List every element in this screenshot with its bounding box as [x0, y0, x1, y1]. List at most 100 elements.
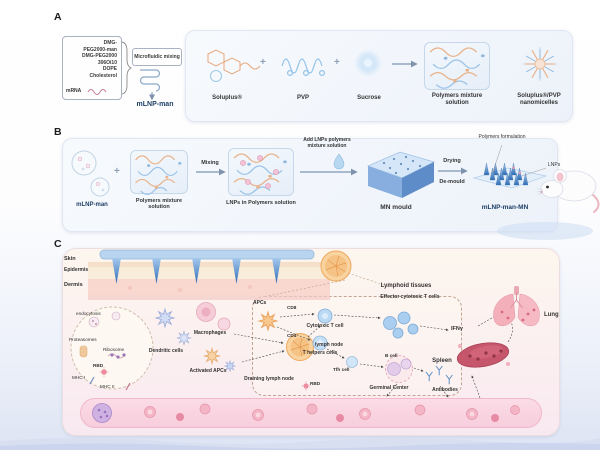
cd4-label: CD4 [287, 333, 297, 338]
cytotoxic-t-cell-icon [317, 308, 333, 324]
ribbon-decoration [497, 222, 593, 240]
b-cell-label: B cell [385, 353, 398, 358]
t-helpers-label: T helpers cells [302, 350, 338, 356]
component-line: Cholesterol [89, 72, 117, 79]
t-helper-cell-icon [312, 335, 328, 351]
cd8-label: CD8 [287, 305, 297, 310]
component-line: DOPE [102, 66, 117, 73]
antibodies-label: Antibodies [432, 387, 458, 393]
soluplus-label: Soluplus® [212, 95, 242, 101]
mlnp-man-label: mLNP-man [136, 101, 174, 108]
blood-vessel [80, 398, 542, 428]
mhc2-icon [125, 382, 131, 391]
soluplus-structure-icon [207, 49, 261, 82]
epidermis-label: Epidermis [64, 267, 89, 273]
zoom-line [267, 279, 346, 297]
germinal-center-icon [385, 355, 413, 383]
panel-b-label: B [54, 126, 62, 138]
drying-label: Drying [443, 158, 461, 164]
microfluidic-coil-icon [139, 69, 161, 92]
component-line: 306Oi10 [97, 59, 117, 66]
effector-label: Effector cytotoxic T cells [380, 294, 440, 300]
panel-a-polymers-box [185, 30, 573, 122]
antibodies-icon [425, 365, 453, 385]
microfluidic-label: Microfluidic mixing [134, 54, 180, 60]
endocytosis-label: endocytosis [76, 311, 101, 316]
lymph-node-label: lymph node [315, 342, 344, 348]
plus-sign: + [334, 57, 340, 68]
mouse-icon [536, 169, 600, 213]
leader-polymers-formulation [491, 144, 503, 175]
microneedle-array-icon [472, 162, 548, 189]
germinal-center-label: Germinal Center [369, 385, 409, 391]
dendritic-cells-label: Dendritic cells [148, 348, 184, 354]
background-waves [0, 222, 600, 450]
draining-lymph-node-icon [286, 333, 314, 361]
rbd-antigen-icon [301, 381, 311, 391]
cytotoxic-t-cell-label: Cytotoxic T cell [306, 323, 344, 329]
dendritic-cell-icon [155, 308, 175, 328]
mixing-label: Mixing [201, 160, 219, 166]
polymers-mixture-label-b: Polymers mixture solution [135, 198, 183, 211]
droplet-icon [333, 153, 345, 170]
draining-lymph-node-label: Draining lymph node [244, 376, 294, 382]
blood-cells-icon [92, 403, 520, 423]
component-line: DMG-PEG2000 [81, 53, 117, 60]
effector-cells-icon [383, 311, 419, 339]
tfh-cell-label: Tfh cell [333, 367, 350, 372]
nanomicelle-icon [522, 46, 558, 82]
spleen-label: Spleen [432, 358, 452, 364]
microneedle-patch-icon [99, 249, 315, 284]
lung-icon [493, 286, 540, 327]
lnps-in-polymers-label: LNPs in Polymers solution [226, 200, 296, 206]
panel-c-label: C [54, 238, 62, 250]
panel-b-art [71, 144, 600, 213]
lymphoid-tissues-title: Lymphoid tissues [380, 283, 432, 289]
mhc2-label: MHC II [100, 384, 115, 389]
endocytosis-cell-icon [70, 306, 154, 391]
leader-lnps [521, 167, 547, 177]
polymer-network-icon [134, 155, 183, 196]
ribosome-label: Ribosome [103, 347, 125, 352]
rbd-icon [99, 367, 109, 377]
demould-label: De-mould [439, 179, 465, 185]
proteasomes-label: Proteasomes [69, 337, 97, 342]
lung-label: Lung [544, 312, 559, 318]
zoom-line [347, 272, 391, 288]
mouse-tail [591, 193, 600, 213]
rbd-cell-label: RBD [93, 363, 104, 368]
skin-layers-icon [88, 262, 330, 300]
mouse-whiskers [536, 187, 544, 196]
lnp-particles-icon [71, 150, 110, 197]
lnps-label: LNPs [548, 162, 561, 168]
lnps-in-polymer-dots [240, 155, 279, 189]
sucrose-label: Sucrose [357, 95, 381, 101]
plus-sign: + [260, 57, 266, 68]
panel-c-art [70, 249, 540, 423]
panel-a-label: A [54, 11, 62, 23]
polymers-mixture-label-a: Polymers mixture solution [431, 93, 483, 107]
proteasome-icon [79, 345, 88, 358]
polymers-mixture-box-b [130, 150, 188, 194]
sucrose-icon [354, 49, 382, 77]
mlnp-man-label-b: mLNP-man [76, 202, 108, 208]
dermis-label: Dermis [64, 282, 83, 288]
macrophage-icon [196, 302, 231, 331]
lymph-node-top-icon [320, 250, 352, 282]
skin-label: Skin [64, 256, 76, 262]
mlnp-man-mn-label: mLNP-man-MN [481, 204, 529, 211]
pvp-label: PVP [296, 95, 309, 101]
component-line: DMG- [103, 40, 117, 46]
macrophages-label: Macrophages [193, 330, 227, 336]
component-line: PEG2000-man [83, 46, 117, 53]
mrna-label: mRNA [66, 88, 82, 94]
mn-mould-icon [366, 151, 436, 198]
microfluidic-mixing-box: Microfluidic mixing [132, 48, 182, 66]
ribosome-icon [107, 353, 126, 359]
apc-cell-icon [258, 311, 278, 331]
tfh-cell-icon [346, 356, 358, 368]
nanomicelles-label: Soluplus®/PVP nanomicelles [517, 93, 561, 107]
mn-mould-label: MN mould [380, 204, 412, 211]
mhc1-icon [89, 376, 95, 385]
